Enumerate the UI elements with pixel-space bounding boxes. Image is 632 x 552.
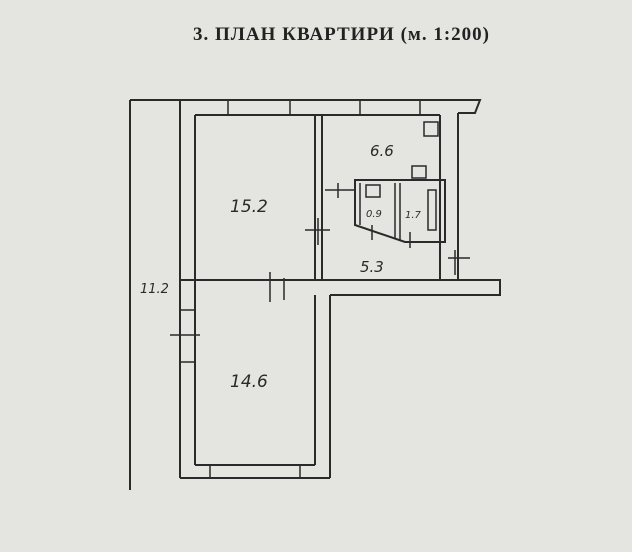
middle-wall <box>180 279 501 296</box>
top-wall <box>180 99 482 116</box>
hall-area: 5.3 <box>360 258 384 276</box>
loggia-outline <box>129 99 180 490</box>
bathroom-area: 0.9 <box>366 209 382 220</box>
left-wall <box>179 100 196 478</box>
loggia-length: 11.2 <box>140 282 169 297</box>
plan-title: 3. ПЛАН КВАРТИРИ (м. 1:200) <box>193 24 491 45</box>
toilet-area: 1.7 <box>405 210 422 221</box>
walls <box>129 99 501 490</box>
vent-icon <box>423 121 439 137</box>
kitchen-area: 6.6 <box>370 142 394 160</box>
door-mark <box>269 272 285 302</box>
bottom-wall <box>180 464 330 479</box>
room-area-14-6: 14.6 <box>230 372 268 392</box>
right-wall <box>439 113 459 280</box>
bathroom-block <box>354 179 446 243</box>
bottom-right-wall <box>314 295 331 478</box>
partition-wall <box>314 115 323 280</box>
room-area-15-2: 15.2 <box>230 197 268 217</box>
